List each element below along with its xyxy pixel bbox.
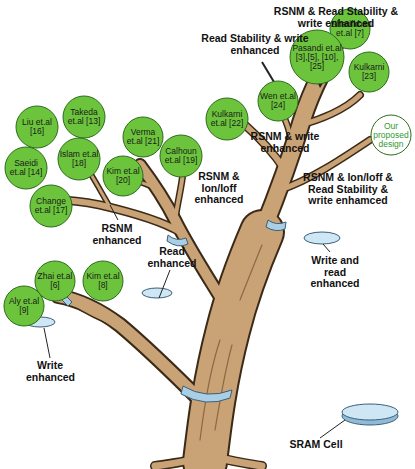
citation-text: Saeidi et.al [14]: [4, 159, 48, 177]
citation-text: Kim et.al [8]: [82, 272, 124, 290]
citation-text: Pasandi et.al [3],[5], [10],[25]: [289, 44, 345, 71]
citation-circle: Our proposed design: [370, 114, 412, 156]
citation-text: Kulkarni [23]: [348, 63, 390, 81]
branch-label: RSNM enhanced: [92, 223, 142, 246]
citation-text: Kulkarni et.al [22]: [205, 110, 249, 128]
citation-circle: Kim et.al [20]: [102, 155, 144, 197]
citation-text: Aly et.al [9]: [3, 297, 45, 315]
branch-label: Write and read enhanced: [305, 255, 365, 290]
citation-circle: Aly et.al [9]: [3, 285, 45, 327]
citation-circle: Saeidi et.al [14]: [4, 146, 48, 190]
citation-text: Kim et.al [20]: [102, 167, 144, 185]
branch-label: Read Stability & write enhanced: [190, 33, 320, 56]
citation-text: Verma et.al [21]: [122, 128, 164, 146]
citation-circle: Kulkarni [23]: [348, 51, 390, 93]
branch-label: RSNM & Ion/Ioff enhanced: [189, 171, 249, 206]
branch-label: Read enhanced: [144, 246, 200, 269]
citation-text: Zhai et.al [6]: [34, 272, 76, 290]
branch-label: SRAM Cell: [284, 439, 348, 451]
citation-circle: Verma et.al [21]: [122, 116, 164, 158]
citation-text: Wen et.al [24]: [257, 92, 299, 110]
citation-circle: Islam et.al [18]: [57, 137, 101, 181]
citation-text: Our proposed design: [370, 122, 412, 149]
citation-circle: Wen et.al [24]: [257, 80, 299, 122]
citation-circle: Takeda et.al [13]: [62, 95, 106, 139]
citation-text: Takeda et.al [13]: [62, 108, 106, 126]
citation-circle: Kulkarni et.al [22]: [205, 97, 249, 141]
branch-label: RSNM & write enhanced: [245, 131, 325, 154]
citation-text: Islam et.al [18]: [57, 150, 101, 168]
citation-text: Calhoun et.al [19]: [159, 147, 203, 165]
citation-text: Liu et.al [16]: [15, 118, 59, 136]
branch-label: RSNM & Ion/Ioff & Read Stability & write…: [298, 172, 398, 207]
citation-circle: Calhoun et.al [19]: [159, 134, 203, 178]
branch-label: Write enhanced: [26, 360, 74, 383]
citation-text: Change et.al [17]: [29, 197, 73, 215]
branch-label: RSNM & Read Stability & write enhanced: [261, 6, 411, 29]
citation-circle: Change et.al [17]: [29, 184, 73, 228]
citation-circle: Kim et.al [8]: [82, 260, 124, 302]
citation-circle: Liu et.al [16]: [15, 105, 59, 149]
